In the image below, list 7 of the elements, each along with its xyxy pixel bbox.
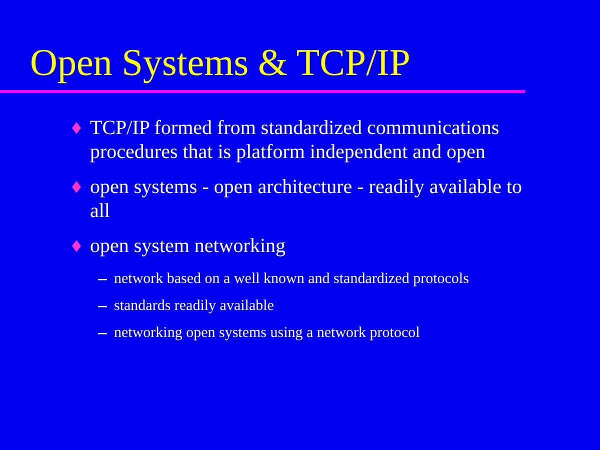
sub-bullet-text: networking open systems using a network protocol [114, 324, 420, 343]
bullet-text: TCP/IP formed from standardized communications procedures that is platform independent and open [90, 116, 500, 164]
bullet-text: open systems - open architecture - readily available to all [90, 175, 524, 223]
bullet-text: open system networking [90, 234, 286, 258]
sub-bullet-text: standards readily available [114, 297, 274, 316]
slide-title: Open Systems & TCP/IP [30, 44, 410, 82]
sub-bullet-text: network based on a well known and standardized protocols [114, 270, 469, 289]
